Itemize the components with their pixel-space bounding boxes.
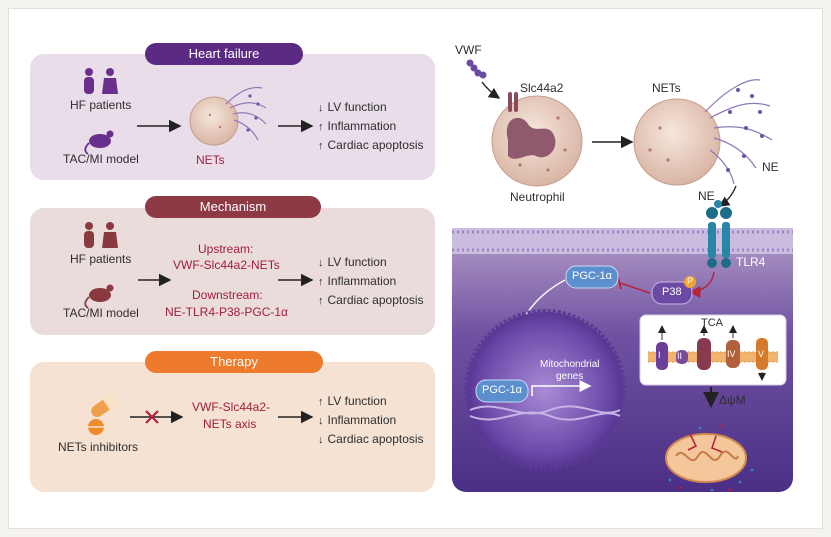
downstream-pathway: NE-TLR4-P38-PGC-1α	[165, 305, 288, 319]
slc44a2-receptor	[508, 92, 518, 112]
outcome-item: ↓LV function	[318, 100, 387, 114]
outcome-item: ↑Cardiac apoptosis	[318, 293, 424, 307]
mito-genes-label-2: genes	[556, 371, 584, 382]
neutrophil-label: Neutrophil	[510, 190, 565, 204]
complex-v-label: V	[758, 349, 765, 359]
membrane-potential-label: ΔψM	[719, 393, 746, 407]
nets-inhibitors-label: NETs inhibitors	[58, 440, 139, 454]
upstream-pathway: VWF-Slc44a2-NETs	[173, 258, 280, 272]
therapy-outcomes: ↑LV function ↓Inflammation ↓Cardiac apop…	[318, 392, 424, 449]
hf-patients-label: HF patients	[70, 98, 132, 112]
mechanism-title: Mechanism	[145, 196, 321, 218]
tac-mi-model-label: TAC/MI model	[63, 306, 139, 320]
mechanism-outcomes: ↓LV function ↑Inflammation ↑Cardiac apop…	[318, 253, 424, 310]
vwf-label: VWF	[455, 43, 482, 57]
outcome-item: ↓Inflammation	[318, 413, 397, 427]
nucleus	[464, 309, 626, 471]
nets-cell-small	[189, 86, 267, 146]
pill-capsule-icon	[88, 394, 119, 435]
nets-cell-large	[633, 79, 773, 186]
axis-label-line2: NETs axis	[203, 417, 257, 431]
pgc1a-cytoplasm-label: PGC-1α	[572, 270, 612, 282]
mechanism-panel	[30, 208, 435, 335]
mouse-icon	[84, 130, 114, 155]
tca-label: TCA	[701, 317, 723, 329]
complex-iv-label: IV	[727, 349, 736, 359]
p38-label: P38	[662, 286, 682, 298]
ne-receptor-label: NE	[698, 189, 715, 203]
patients-icon	[84, 68, 118, 94]
cell-membrane	[452, 228, 793, 254]
outcome-item: ↑Cardiac apoptosis	[318, 138, 424, 152]
upstream-label: Upstream:	[198, 242, 254, 256]
neutrophil	[491, 95, 583, 187]
vwf-molecule	[466, 59, 487, 79]
outcome-item: ↓LV function	[318, 255, 387, 269]
outcome-item: ↑Inflammation	[318, 274, 397, 288]
outcome-item: ↓Cardiac apoptosis	[318, 432, 424, 446]
pgc1a-cytoplasm-node	[565, 265, 619, 289]
downstream-label: Downstream:	[192, 288, 263, 302]
tac-mi-model-label: TAC/MI model	[63, 152, 139, 166]
hf-patients-label: HF patients	[70, 252, 132, 266]
mouse-icon	[84, 284, 114, 309]
ne-released-label: NE	[762, 160, 779, 174]
damaged-mitochondrion	[665, 424, 754, 492]
nets-label: NETs	[196, 153, 225, 167]
mito-genes-label-1: Mitochondrial	[540, 359, 600, 370]
pgc1a-nucleus-label: PGC-1α	[482, 384, 522, 396]
tlr4-label: TLR4	[736, 255, 766, 269]
outcome-item: ↑LV function	[318, 394, 387, 408]
block-x-icon	[145, 410, 159, 424]
slc44a2-label: Slc44a2	[520, 81, 564, 95]
phospho-mark	[684, 276, 696, 288]
therapy-title: Therapy	[145, 351, 323, 373]
complex-i-label: I	[658, 350, 661, 360]
pgc1a-nucleus-node	[475, 379, 529, 403]
complex-ii-label: II	[677, 351, 683, 361]
nets-top-label: NETs	[652, 81, 681, 95]
heart-failure-title: Heart failure	[145, 43, 303, 65]
outcome-item: ↑Inflammation	[318, 119, 397, 133]
phospho-label: P	[687, 276, 694, 286]
etc-membrane-box	[639, 314, 787, 386]
tlr4-receptor	[706, 200, 732, 268]
axis-label-line1: VWF-Slc44a2-	[192, 400, 271, 414]
hf-outcomes: ↓LV function ↑Inflammation ↑Cardiac apop…	[318, 98, 424, 155]
patients-icon	[84, 222, 118, 248]
p38-node	[651, 281, 693, 305]
